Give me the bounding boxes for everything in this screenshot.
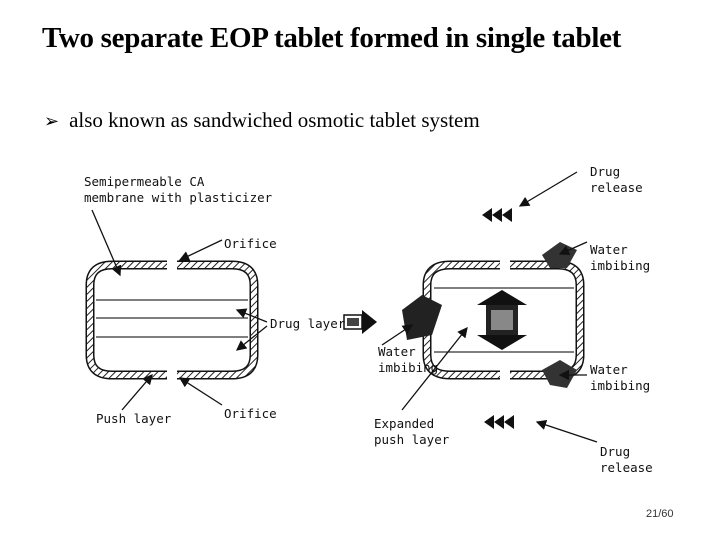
label-drug-release-bottom-2: release — [600, 460, 653, 475]
label-water-top-1: Water — [590, 242, 628, 257]
label-water-bottom-2: imbibing — [590, 378, 650, 393]
label-membrane-2: membrane with plasticizer — [84, 190, 273, 205]
label-orifice-top: Orifice — [224, 236, 277, 251]
drug-release-arrowheads — [482, 208, 514, 429]
label-drug-release-bottom-1: Drug — [600, 444, 630, 459]
transition-arrow — [343, 310, 377, 334]
label-water-center-1: Water — [378, 344, 416, 359]
label-membrane-1: Semipermeable CA — [84, 174, 205, 189]
page-number: 21/60 — [646, 508, 674, 520]
label-expanded-2: push layer — [374, 432, 450, 447]
label-push-layer: Push layer — [96, 411, 172, 426]
label-drug-release-top-2: release — [590, 180, 643, 195]
diagram-svg: Semipermeable CA membrane with plasticiz… — [84, 164, 653, 475]
osmotic-tablet-diagram: Semipermeable CA membrane with plasticiz… — [72, 160, 662, 490]
label-drug-release-top-1: Drug — [590, 164, 620, 179]
bullet-arrow-icon: ➢ — [44, 111, 60, 132]
bullet-text: also known as sandwiched osmotic tablet … — [69, 108, 480, 132]
label-expanded-1: Expanded — [374, 416, 434, 431]
label-water-center-2: imbibing — [378, 360, 438, 375]
left-tablet — [85, 260, 259, 380]
label-water-top-2: imbibing — [590, 258, 650, 273]
label-orifice-bottom: Orifice — [224, 406, 277, 421]
slide-title: Two separate EOP tablet formed in single… — [42, 22, 621, 54]
leader-lines — [91, 171, 598, 443]
label-drug-layer: Drug layer — [270, 316, 346, 331]
label-water-bottom-1: Water — [590, 362, 628, 377]
bullet-item: ➢ also known as sandwiched osmotic tablet… — [44, 108, 480, 133]
